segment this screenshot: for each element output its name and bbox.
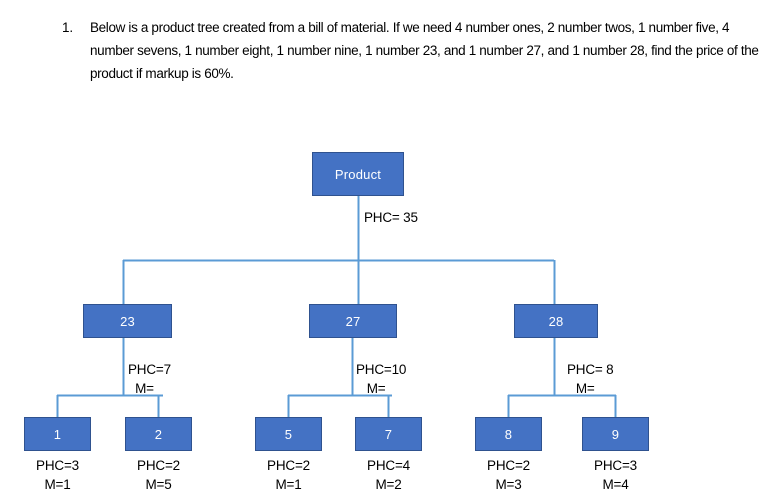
- node-27[interactable]: 27: [309, 304, 397, 338]
- edge-label-root: PHC= 35: [364, 208, 418, 227]
- leaf-label-2-phc: PHC=2: [137, 458, 180, 473]
- leaf-label-8-m: M=3: [495, 477, 522, 492]
- node-23[interactable]: 23: [83, 304, 172, 338]
- edge-label-28-phc: PHC= 8: [567, 362, 614, 377]
- question-text: Below is a product tree created from a b…: [90, 20, 759, 81]
- node-8[interactable]: 8: [475, 417, 542, 451]
- leaf-label-7-m: M=2: [375, 477, 402, 492]
- question-block: 1. Below is a product tree created from …: [62, 16, 762, 85]
- node-5-label: 5: [284, 426, 293, 442]
- node-23-label: 23: [120, 313, 135, 329]
- leaf-label-7-phc: PHC=4: [367, 458, 410, 473]
- leaf-label-8: PHC=2 M=3: [461, 456, 556, 494]
- node-product-label: Product: [334, 166, 382, 182]
- node-9-label: 9: [611, 426, 620, 442]
- node-9[interactable]: 9: [582, 417, 649, 451]
- node-7[interactable]: 7: [355, 417, 422, 451]
- node-1[interactable]: 1: [24, 417, 91, 451]
- leaf-label-1-m: M=1: [44, 477, 71, 492]
- node-8-label: 8: [504, 426, 513, 442]
- edge-label-28-m: M=: [575, 381, 595, 396]
- leaf-label-5-m: M=1: [275, 477, 302, 492]
- edge-label-27: PHC=10 M=: [356, 360, 406, 398]
- edge-label-23-phc: PHC=7: [128, 362, 171, 377]
- leaf-label-7: PHC=4 M=2: [341, 456, 436, 494]
- node-7-label: 7: [384, 426, 393, 442]
- question-number: 1.: [62, 20, 74, 35]
- node-product[interactable]: Product: [312, 152, 404, 196]
- leaf-label-1-phc: PHC=3: [36, 458, 79, 473]
- edge-label-23: PHC=7 M=: [128, 360, 171, 398]
- edge-label-23-m: M=: [135, 381, 154, 396]
- edge-label-root-phc: PHC= 35: [364, 210, 418, 225]
- leaf-label-1: PHC=3 M=1: [10, 456, 105, 494]
- edge-label-27-phc: PHC=10: [356, 362, 407, 377]
- leaf-label-9-phc: PHC=3: [594, 458, 637, 473]
- leaf-label-9-m: M=4: [602, 477, 629, 492]
- node-1-label: 1: [53, 426, 62, 442]
- node-2[interactable]: 2: [125, 417, 192, 451]
- node-27-label: 27: [345, 313, 361, 329]
- leaf-label-9: PHC=3 M=4: [568, 456, 663, 494]
- node-28[interactable]: 28: [514, 304, 598, 338]
- node-2-label: 2: [154, 426, 163, 442]
- leaf-label-8-phc: PHC=2: [487, 458, 530, 473]
- edge-label-27-m: M=: [366, 381, 386, 396]
- leaf-label-2-m: M=5: [145, 477, 172, 492]
- leaf-label-5-phc: PHC=2: [267, 458, 310, 473]
- node-5[interactable]: 5: [255, 417, 322, 451]
- leaf-label-2: PHC=2 M=5: [111, 456, 206, 494]
- question-row: 1. Below is a product tree created from …: [62, 16, 762, 85]
- node-28-label: 28: [548, 313, 564, 329]
- edge-label-28: PHC= 8 M=: [567, 360, 614, 398]
- leaf-label-5: PHC=2 M=1: [241, 456, 336, 494]
